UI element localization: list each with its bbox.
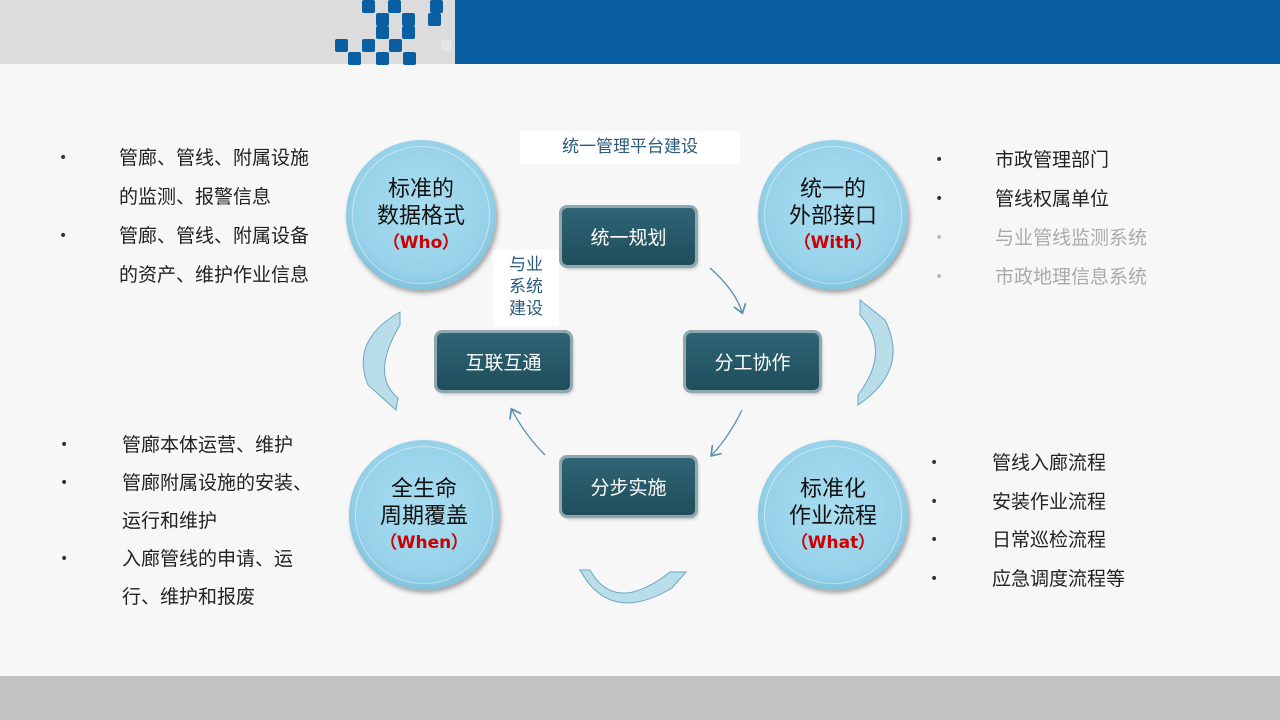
list-item: • 应急调度流程等 [930, 560, 1126, 599]
circle-who: 标准的数据格式 （Who） [346, 140, 496, 290]
circle-tag: （With） [793, 233, 873, 253]
arrow-step-to-connect [512, 410, 546, 456]
bullet: • [60, 437, 69, 453]
bullet: • [59, 150, 68, 166]
item-text: 管廊、管线、附属设备 [119, 225, 310, 247]
label-line: 建设 [509, 299, 543, 319]
item-text: 安装作业流程 [992, 490, 1107, 513]
circle-tag: （Who） [382, 233, 460, 253]
box-unified-planning: 统一规划 [562, 208, 695, 265]
item-text: 管廊本体运营、维护 [122, 434, 294, 456]
box-interconnect: 互联互通 [437, 333, 570, 390]
list-top-right: • 市政管理部门 • 管线权属单位 • 与业管线监测系统 • 市政地理信息系统 [935, 141, 1148, 297]
bullet: • [930, 493, 939, 510]
bullet: • [935, 269, 944, 285]
list-item: • 市政管理部门 [935, 141, 1147, 180]
circle-text: 数据格式 [376, 204, 465, 229]
curved-arrow-left [362, 311, 401, 411]
item-text: 管廊、管线、附属设施 [119, 147, 310, 169]
bullet: • [60, 551, 69, 567]
list-item: • 市政地理信息系统 [935, 258, 1148, 297]
circle-tag: （When） [379, 533, 469, 553]
item-text: 的资产、维护作业信息 [119, 264, 310, 286]
label-line: 与业 [509, 255, 543, 275]
bullet: • [935, 191, 944, 207]
circle-text: 作业流程 [788, 504, 877, 529]
list-item: • 管廊、管线、附属设施 [59, 139, 310, 178]
item-text: 行、维护和报废 [122, 586, 256, 608]
unified-platform-label: 统一管理平台建设 [520, 131, 740, 164]
box-step-implementation: 分步实施 [562, 458, 695, 515]
circle-with: 统一的外部接口 （With） [758, 140, 908, 290]
curved-arrow-bottom [579, 569, 688, 604]
box-collaboration: 分工协作 [686, 333, 819, 390]
list-item: • 与业管线监测系统 [935, 219, 1148, 258]
item-text: 市政管理部门 [995, 149, 1110, 171]
bullet: • [930, 532, 939, 548]
item-text: 的监测、报警信息 [119, 186, 272, 208]
circle-text: 周期覆盖 [379, 504, 468, 529]
item-text: 市政地理信息系统 [995, 266, 1148, 288]
list-item: • 管线入廊流程 [930, 444, 1125, 483]
circle-text: 统一的 [799, 177, 866, 202]
circle-when: 全生命周期覆盖 （When） [349, 440, 499, 590]
item-text: 日常巡检流程 [992, 529, 1107, 551]
circle-text: 标准的 [387, 177, 454, 202]
list-bottom-left: •管廊本体运营、维护 •管廊附属设施的安装、 运行和维护 •入廊管线的申请、运 … [60, 426, 313, 616]
circle-what: 标准化作业流程 （What） [758, 440, 908, 590]
label-line: 系统 [509, 277, 543, 297]
item-text: 与业管线监测系统 [995, 227, 1148, 249]
curved-arrow-right [857, 298, 894, 406]
circle-text: 全生命 [390, 477, 457, 502]
arrow-divide-to-step [712, 409, 743, 455]
bullet: • [935, 230, 944, 246]
list-item: • 管廊附属设施的安装、 [60, 464, 313, 502]
footer-bar [0, 676, 1280, 720]
bullet: • [59, 228, 68, 244]
bullet: • [930, 570, 939, 587]
list-item: 行、维护和报废 [122, 578, 312, 616]
list-item: • 日常巡检流程 [930, 521, 1125, 560]
header-blue-band [455, 0, 1280, 64]
bullet: • [60, 475, 69, 491]
list-item: • 管线权属单位 [935, 180, 1147, 219]
system-construction-label: 与业 系统 建设 [493, 250, 559, 326]
item-text: 入廊管线的申请、运 [122, 548, 294, 570]
circle-text: 标准化 [799, 477, 866, 502]
list-item: 的资产、维护作业信息 [119, 256, 309, 295]
list-bottom-right: • 管线入廊流程 • 安装作业流程 • 日常巡检流程 • 应急调度流程等 [930, 444, 1126, 599]
bullet: • [935, 152, 944, 168]
item-text: 管线入廊流程 [992, 452, 1107, 474]
bullet: • [930, 455, 939, 471]
list-item: 的监测、报警信息 [119, 178, 309, 217]
arrow-plan-to-divide [709, 267, 742, 312]
list-item: 运行和维护 [122, 502, 312, 540]
list-item: • 安装作业流程 [930, 483, 1125, 522]
list-top-left: • 管廊、管线、附属设施 的监测、报警信息 • 管廊、管线、附属设备 的资产、维护作… [59, 139, 310, 295]
list-item: • 管廊本体运营、维护 [60, 426, 312, 464]
list-item: • 管廊、管线、附属设备 [59, 217, 310, 256]
list-item: • 入廊管线的申请、运 [60, 540, 312, 578]
item-text: 运行和维护 [122, 510, 218, 532]
item-text: 管线权属单位 [995, 188, 1110, 210]
item-text: 管廊附属设施的安装、 [122, 472, 313, 494]
item-text: 应急调度流程等 [992, 567, 1126, 590]
circle-text: 外部接口 [788, 204, 877, 229]
circle-tag: （What） [790, 533, 876, 553]
